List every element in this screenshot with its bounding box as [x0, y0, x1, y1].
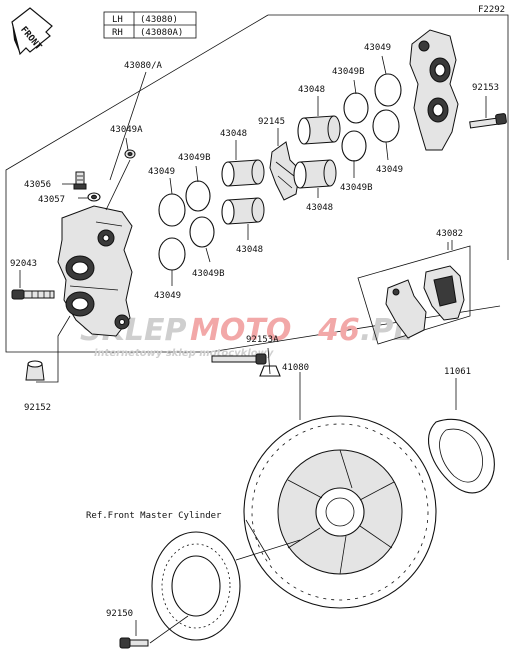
- caliper-bolt-right: [469, 113, 507, 129]
- seal-ring-43049-right-lower: [372, 109, 400, 143]
- label-piston-1: 43048: [220, 129, 247, 139]
- label-seal-2: 43049: [154, 291, 181, 301]
- small-seal-43049a: [124, 149, 136, 159]
- piston-43048-lower: [221, 197, 265, 225]
- legend-part-lh: (43080): [140, 15, 178, 25]
- seal-ring-43049-lower: [158, 237, 186, 271]
- seal-ring-43049b-upper: [185, 180, 211, 212]
- bleeder-cap: [87, 192, 101, 202]
- label-bleeder-screw: 43056: [24, 180, 51, 190]
- seal-ring-43049b-right-lower: [341, 130, 367, 162]
- brake-disc: [243, 415, 437, 609]
- label-seal-top: 43049: [364, 43, 391, 53]
- brake-pad-front: [423, 265, 465, 321]
- label-piston-top: 43048: [298, 85, 325, 95]
- label-piston-2: 43048: [236, 245, 263, 255]
- caliper-bolt-left: [11, 289, 55, 300]
- legend-table: LH (43080) RH (43080A): [103, 11, 197, 39]
- seal-ring-43049-right-upper: [374, 73, 402, 107]
- caliper-body: [57, 205, 133, 337]
- label-disc-bolt: 92150: [106, 609, 133, 619]
- leader-lines: [19, 55, 487, 644]
- label-disc: 41080: [282, 363, 309, 373]
- watermark-tagline: internetowy sklep motocyklowy: [94, 348, 274, 359]
- abs-rotor-ring: [151, 531, 241, 641]
- label-caliper-bolt-right: 92153: [472, 83, 499, 93]
- label-seal-b-1: 43049B: [178, 153, 211, 163]
- label-bleeder-cap: 43057: [38, 195, 65, 205]
- seal-ring-43049b-lower: [189, 216, 215, 248]
- pad-set-box: [357, 242, 471, 345]
- gasket-ring: [428, 418, 495, 494]
- legend-side-lh: LH: [112, 15, 123, 25]
- piston-43048-right-lower: [293, 159, 337, 189]
- label-seal-b-2: 43049B: [192, 269, 225, 279]
- label-gasket: 11061: [444, 367, 471, 377]
- watermark-brand-c: 46: [317, 313, 360, 348]
- front-arrow-icon: FRONT: [11, 7, 53, 56]
- disc-bolt: [119, 637, 149, 649]
- label-43049a: 43049A: [110, 125, 143, 135]
- cap-92152: [25, 360, 45, 381]
- bleeder-screw: [73, 171, 87, 190]
- diagram-code: F2292: [478, 5, 505, 15]
- label-pin-bolt: 92153A: [246, 335, 279, 345]
- brake-pad-rear: [385, 279, 427, 339]
- watermark-brand-b: MOTO: [190, 313, 291, 348]
- label-seal-b-mid: 43049B: [340, 183, 373, 193]
- label-pad-set: 43082: [436, 229, 463, 239]
- piston-43048-upper: [221, 159, 265, 187]
- label-spring: 92145: [258, 117, 285, 127]
- seal-ring-43049-upper: [158, 193, 186, 227]
- seal-ring-43049b-right-upper: [343, 92, 369, 124]
- piston-43048-right-upper: [297, 115, 341, 145]
- legend-side-rh: RH: [112, 28, 123, 38]
- label-piston-mid: 43048: [306, 203, 333, 213]
- part-labels: 43080/A 43049A 43056 43057 92043 92152 4…: [10, 43, 499, 619]
- label-cap-92152: 92152: [24, 403, 51, 413]
- label-caliper-assy: 43080/A: [124, 61, 163, 71]
- legend-part-rh: (43080A): [140, 28, 183, 38]
- caliper-outer-half: [409, 29, 459, 151]
- label-caliper-bolt: 92043: [10, 259, 37, 269]
- label-master-cyl-ref: Ref.Front Master Cylinder: [86, 511, 222, 521]
- pad-spring: [269, 141, 301, 201]
- label-seal-mid: 43049: [376, 165, 403, 175]
- label-seal-1: 43049: [148, 167, 175, 177]
- label-seal-b-top: 43049B: [332, 67, 365, 77]
